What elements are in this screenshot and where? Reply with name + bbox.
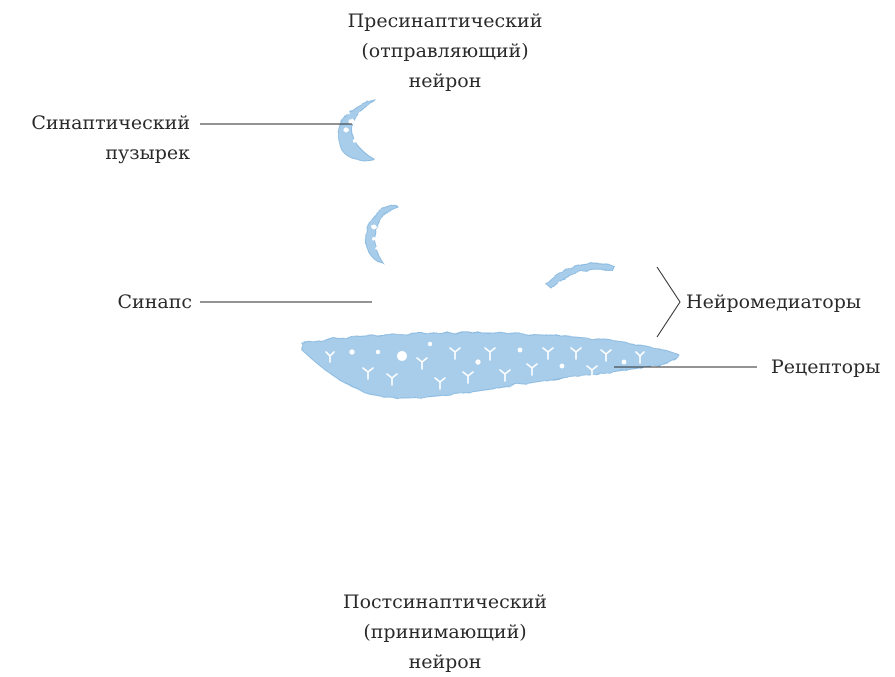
neurotransmitter-arc (546, 264, 614, 288)
presynaptic-line-1: Пресинаптический (330, 6, 560, 36)
postsynaptic-line-1: Постсинаптический (330, 587, 560, 617)
postsynaptic-line-3: нейрон (330, 647, 560, 677)
receptor (475, 359, 480, 364)
postsynaptic-neuron-label: Постсинаптический (принимающий) нейрон (330, 587, 560, 677)
synaptic-vesicle-label: Синаптический пузырек (0, 108, 190, 168)
postsynaptic-line-2: (принимающий) (330, 617, 560, 647)
receptor (560, 364, 565, 369)
receptor (622, 360, 627, 365)
receptor (349, 349, 354, 354)
neurotransmitters-bracket (657, 267, 680, 337)
presynaptic-line-3: нейрон (330, 66, 560, 96)
receptor (376, 350, 380, 354)
synaptic-vesicle-lower (365, 205, 398, 264)
vesicle-line-1: Синаптический (0, 108, 190, 138)
vesicle-line-2: пузырек (0, 138, 190, 168)
synapse-label: Синапс (0, 287, 192, 317)
receptor (518, 348, 523, 353)
receptor (397, 351, 407, 361)
presynaptic-line-2: (отправляющий) (330, 36, 560, 66)
presynaptic-neuron-label: Пресинаптический (отправляющий) нейрон (330, 6, 560, 96)
receptors-label: Рецепторы (771, 352, 880, 382)
neurotransmitters-label: Нейромедиаторы (686, 287, 861, 317)
receptor (428, 342, 432, 346)
synaptic-vesicle-upper (338, 100, 376, 160)
postsynaptic-membrane (302, 333, 680, 398)
